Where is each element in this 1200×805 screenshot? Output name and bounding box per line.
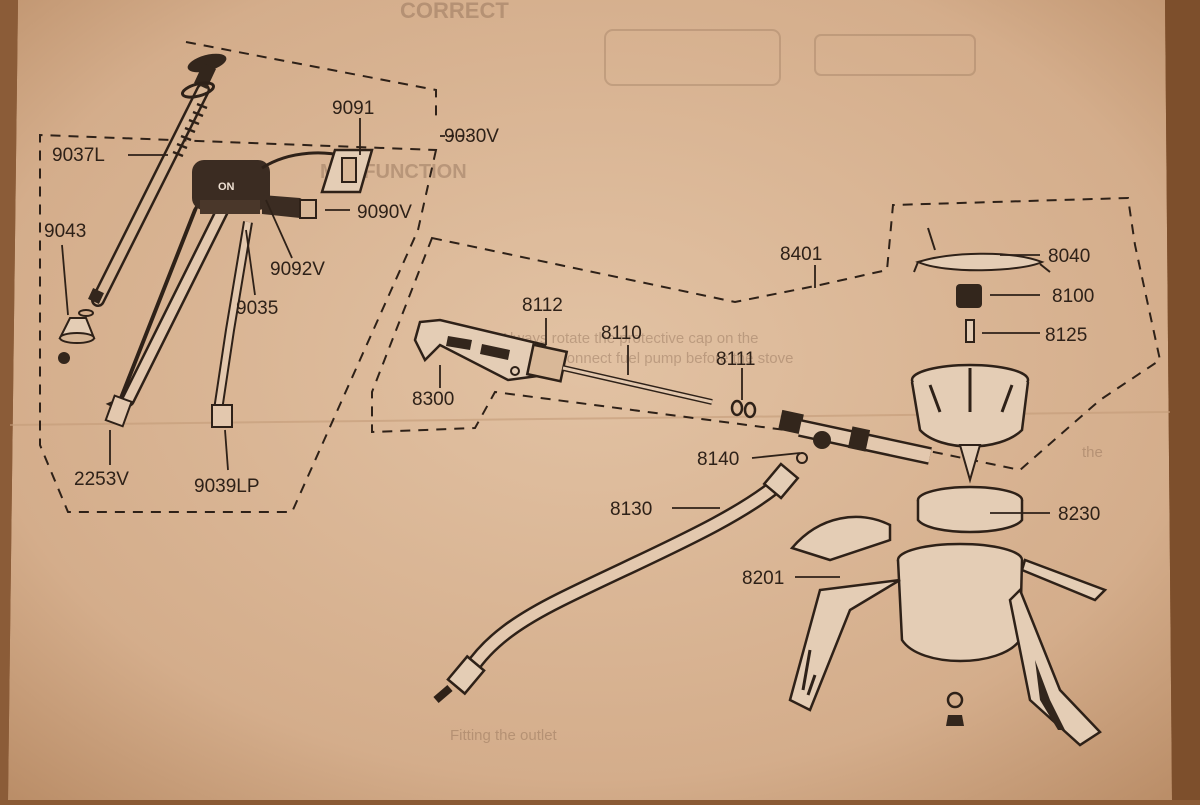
part-label-8100: 8100 (1052, 286, 1094, 307)
pump-group-outline (39, 41, 438, 513)
part-label-9092V: 9092V (270, 259, 325, 280)
generator-leaders (439, 254, 1050, 578)
part-label-8111: 8111 (716, 349, 755, 370)
part-label-8201: 8201 (742, 568, 784, 589)
needle-8125 (965, 319, 975, 343)
part-label-9090V: 9090V (357, 202, 412, 223)
heat-shield-8230 (916, 485, 1024, 534)
showthrough-line: Fitting the outlet (450, 727, 558, 744)
part-label-9030V: 9030V (444, 126, 499, 147)
part-label-9039LP: 9039LP (194, 476, 260, 497)
on-marking: ON (218, 181, 235, 193)
generator-tube (778, 409, 932, 465)
part-label-9043: 9043 (44, 221, 86, 242)
part-label-9037L: 9037L (52, 145, 105, 166)
part-label-9091: 9091 (332, 98, 374, 119)
part-label-8230: 8230 (1058, 504, 1100, 525)
showthrough-line: CORRECT (400, 0, 509, 23)
stove-base-8201 (788, 515, 1108, 747)
part-label-2253V: 2253V (74, 469, 129, 490)
part-label-8140: 8140 (697, 449, 739, 470)
generator-group-outline (371, 196, 1162, 472)
plunger-rod (88, 53, 227, 307)
part-label-8112: 8112 (522, 295, 563, 316)
pump-clip (320, 148, 374, 194)
part-label-9035: 9035 (236, 298, 278, 319)
pump-handle-8300 (413, 318, 713, 405)
fuel-hose-8130 (433, 452, 808, 704)
showthrough-line: the (1082, 444, 1103, 461)
part-label-8130: 8130 (610, 499, 652, 520)
pump-leaders (61, 118, 361, 471)
part-label-8040: 8040 (1048, 246, 1090, 267)
o-rings-8111 (730, 399, 757, 419)
part-label-8110: 8110 (601, 323, 642, 344)
showthrough-line: Always rotate the protective cap on the (500, 330, 758, 347)
burner-cap-8040 (913, 227, 1051, 273)
part-label-8401: 8401 (780, 244, 822, 265)
showthrough-line: disconnect fuel pump before the stove (540, 350, 794, 367)
burner-bowl (910, 363, 1030, 484)
part-label-8300: 8300 (412, 389, 454, 410)
jet-8100 (956, 284, 982, 308)
cup-seal (58, 309, 96, 364)
part-label-8125: 8125 (1045, 325, 1087, 346)
pump-body: ON (104, 151, 349, 428)
